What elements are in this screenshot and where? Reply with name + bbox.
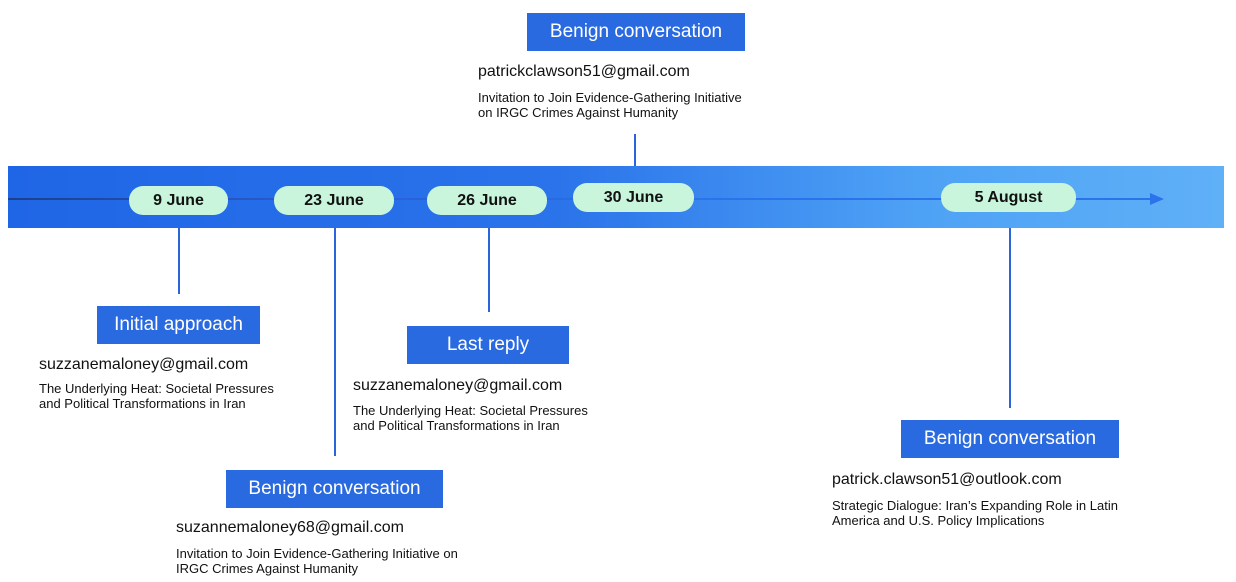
date-pill-5-august: 5 August — [941, 183, 1076, 212]
timeline-arrow-icon — [1150, 193, 1164, 205]
event-subject-5-august: Strategic Dialogue: Iran’s Expanding Rol… — [832, 498, 1118, 528]
event-email-5-august: patrick.clawson51@outlook.com — [832, 471, 1062, 488]
event-email-30-june: patrickclawson51@gmail.com — [478, 63, 690, 80]
date-pill-9-june: 9 June — [129, 186, 228, 215]
event-subject-30-june: Invitation to Join Evidence-Gathering In… — [478, 90, 742, 120]
date-pill-30-june: 30 June — [573, 183, 694, 212]
date-pill-26-june: 26 June — [427, 186, 547, 215]
connector-26-june — [488, 228, 490, 312]
event-email-9-june: suzzanemaloney@gmail.com — [39, 356, 249, 373]
event-label-initial-approach: Initial approach — [97, 306, 260, 344]
event-email-23-june: suzannemaloney68@gmail.com — [176, 519, 404, 536]
event-subject-9-june: The Underlying Heat: Societal Pressures … — [39, 381, 274, 411]
connector-5-august — [1009, 228, 1011, 408]
event-subject-26-june: The Underlying Heat: Societal Pressures … — [353, 403, 588, 433]
event-label-benign-5-august: Benign conversation — [901, 420, 1119, 458]
connector-23-june — [334, 228, 336, 456]
date-pill-23-june: 23 June — [274, 186, 394, 215]
connector-9-june — [178, 228, 180, 294]
event-label-last-reply: Last reply — [407, 326, 569, 364]
event-label-benign-23-june: Benign conversation — [226, 470, 443, 508]
event-label-benign-30-june: Benign conversation — [527, 13, 745, 51]
event-email-26-june: suzzanemaloney@gmail.com — [353, 377, 563, 394]
event-subject-23-june: Invitation to Join Evidence-Gathering In… — [176, 546, 458, 576]
connector-30-june — [634, 134, 636, 166]
